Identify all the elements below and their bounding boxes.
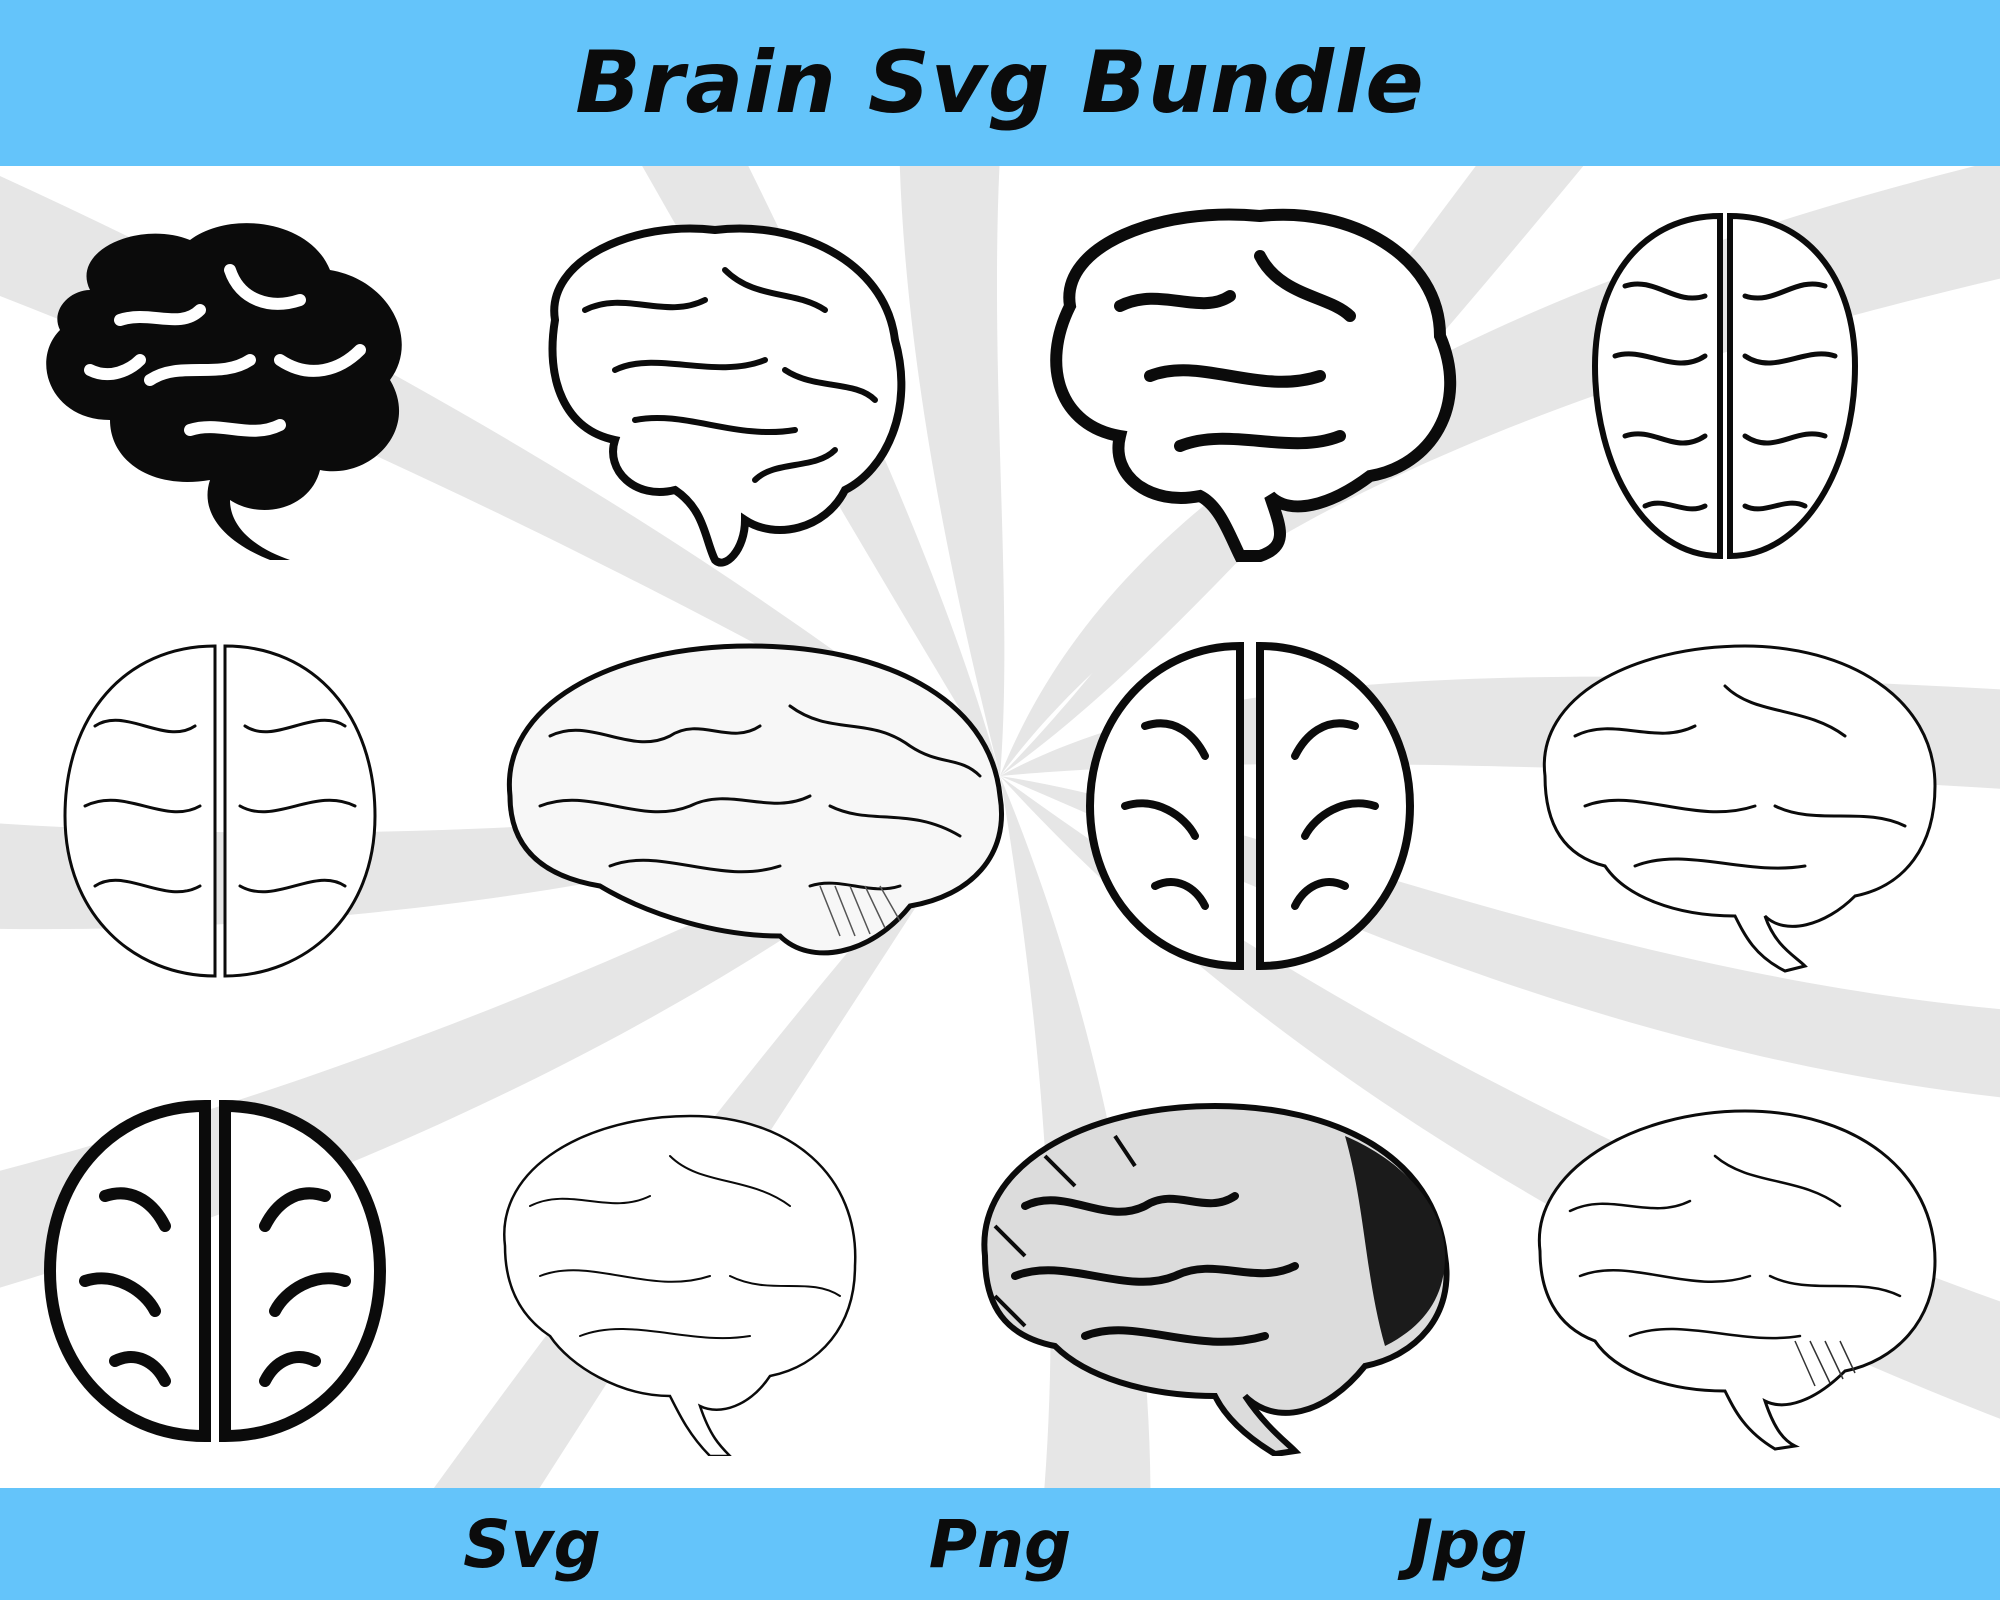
brain-side-engraved-icon bbox=[506, 643, 1004, 956]
gallery-area bbox=[0, 166, 2000, 1488]
footer-banner: Svg Png Jpg bbox=[0, 1488, 2000, 1600]
brain-top-thin-outline-icon bbox=[63, 644, 377, 978]
format-label-png: Png bbox=[928, 1506, 1072, 1583]
brain-side-line-art-icon bbox=[1537, 1109, 1937, 1451]
brain-top-detailed-icon bbox=[1591, 212, 1859, 560]
format-label-svg: Svg bbox=[463, 1506, 601, 1583]
format-label-jpg: Jpg bbox=[1408, 1506, 1528, 1583]
brain-side-engraved-dark-icon bbox=[981, 1102, 1450, 1456]
brain-side-thin-outline-icon bbox=[1542, 644, 1937, 973]
brain-top-bold-outline-icon bbox=[43, 1099, 387, 1443]
brain-side-filled-icon bbox=[46, 223, 402, 560]
brain-top-simple-outline-icon bbox=[1085, 641, 1415, 971]
brain-side-sketch-icon bbox=[503, 1114, 857, 1456]
brain-side-outline-icon bbox=[548, 224, 906, 567]
header-banner: Brain Svg Bundle bbox=[0, 0, 2000, 166]
brain-side-bold-outline-icon bbox=[1050, 208, 1457, 562]
page-title: Brain Svg Bundle bbox=[575, 33, 1425, 133]
